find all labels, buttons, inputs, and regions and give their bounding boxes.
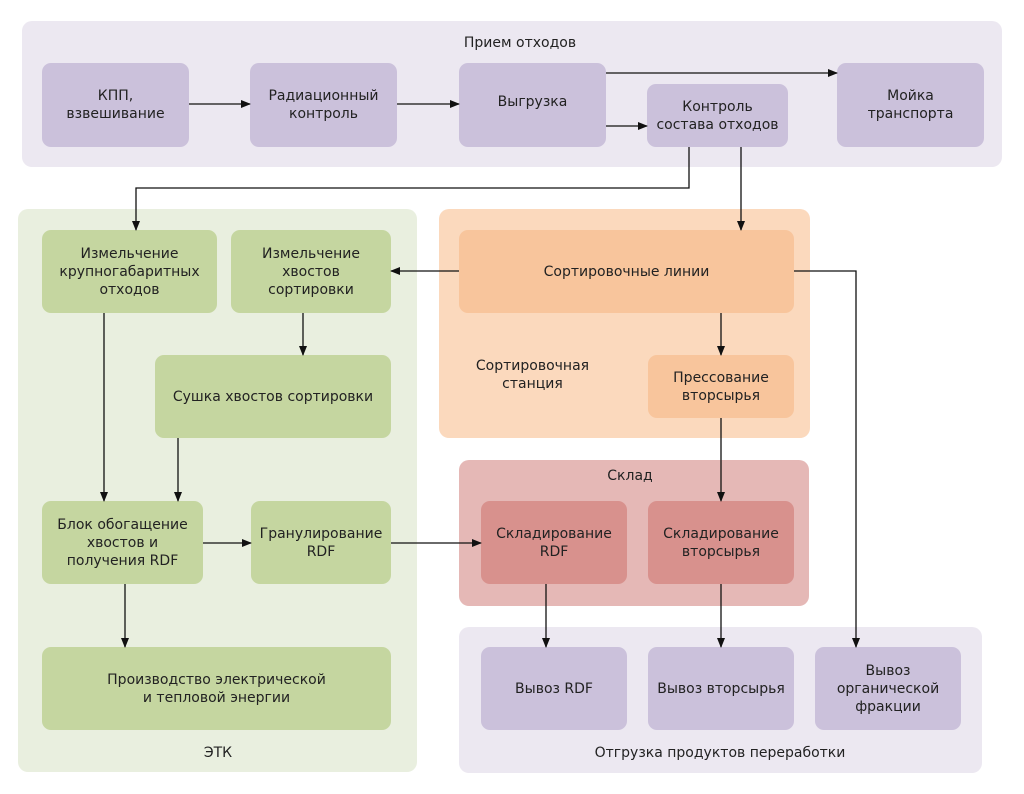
node-bulky-shredding[interactable]: Измельчение крупногабаритных отходов [42,230,217,313]
node-sorting-lines[interactable]: Сортировочные линии [459,230,794,313]
node-rdf-storage[interactable]: Складирование RDF [481,501,627,584]
node-tails-drying[interactable]: Сушка хвостов сортировки [155,355,391,438]
node-organic-export[interactable]: Вывоз органической фракции [815,647,961,730]
node-energy-production[interactable]: Производство электрической и тепловой эн… [42,647,391,730]
node-composition-control[interactable]: Контроль состава отходов [647,84,788,147]
node-recyclables-pressing[interactable]: Прессование вторсырья [648,355,794,418]
node-tails-shredding[interactable]: Измельчение хвостов сортировки [231,230,391,313]
node-unloading[interactable]: Выгрузка [459,63,606,147]
node-vehicle-washing[interactable]: Мойка транспорта [837,63,984,147]
group-shipping-title: Отгрузка продуктов переработки [594,745,846,761]
group-reception-title: Прием отходов [463,35,577,51]
node-enrichment-rdf[interactable]: Блок обогащение хвостов и получения RDF [42,501,203,584]
node-recyclables-storage[interactable]: Складирование вторсырья [648,501,794,584]
group-storage-title: Склад [607,468,653,484]
node-radiation-control[interactable]: Радиационный контроль [250,63,397,147]
arrow-sorting-lines-to-organic-export [794,270,860,648]
group-etk-title: ЭТК [203,745,233,761]
node-recyclables-export[interactable]: Вывоз вторсырья [648,647,794,730]
node-checkpoint[interactable]: КПП, взвешивание [42,63,189,147]
node-rdf-export[interactable]: Вывоз RDF [481,647,627,730]
group-sorting-station-title: Сортировочная станция [475,358,590,392]
arrow-composition-to-bulky-shredding [132,147,690,231]
node-rdf-granulation[interactable]: Гранулирование RDF [251,501,391,584]
